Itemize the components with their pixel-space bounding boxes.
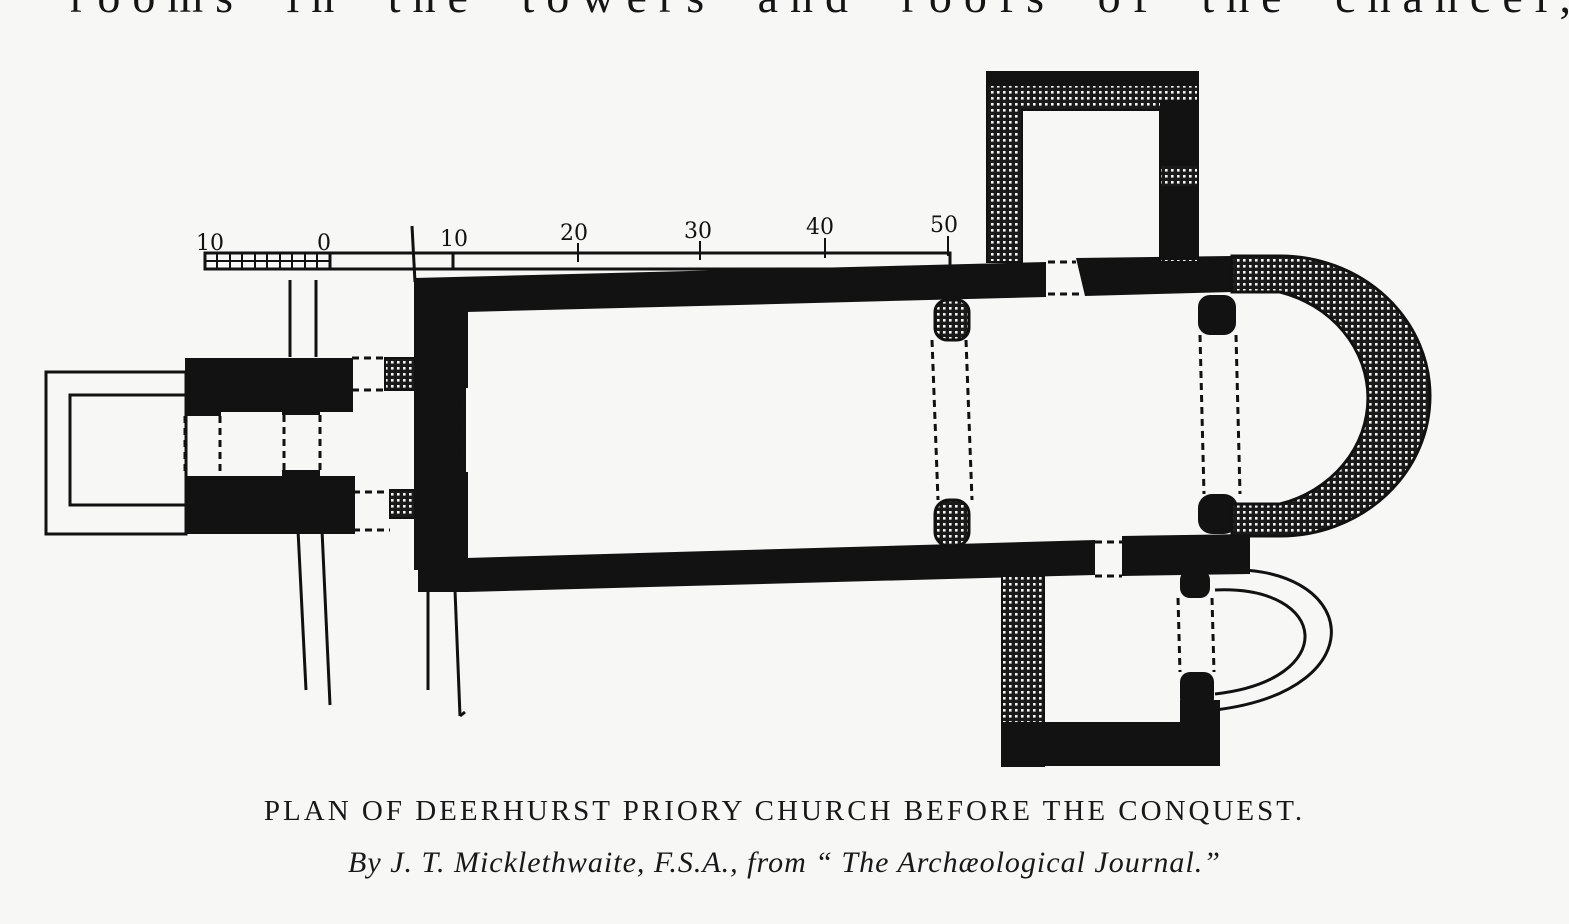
plan-caption-title: PLAN OF DEERHURST PRIORY CHURCH BEFORE T…	[263, 795, 1306, 827]
scale-bar: 10 0 10 20 30 40 50	[196, 213, 958, 283]
nave-walls	[414, 256, 1250, 592]
running-text-fragment: rooms in the towers and roofs of the cha…	[70, 0, 1569, 23]
north-porticus	[986, 71, 1199, 263]
apse	[1230, 254, 1432, 538]
scale-label-50: 50	[930, 213, 958, 238]
scale-label-0: 0	[317, 231, 331, 256]
outline-walls	[44, 280, 1333, 718]
scale-label-40: 40	[806, 215, 834, 240]
scale-label-30: 30	[684, 219, 712, 244]
scale-label-10: 10	[440, 227, 468, 252]
scale-label-20: 20	[560, 221, 588, 246]
south-porticus	[1001, 575, 1220, 767]
west-tower	[185, 358, 355, 534]
dashed-arches	[183, 260, 1242, 673]
scale-label-10-left: 10	[196, 231, 224, 256]
plan-caption-credit: By J. T. Micklethwaite, F.S.A., from “ T…	[348, 846, 1221, 879]
arch-piers	[933, 295, 1238, 708]
